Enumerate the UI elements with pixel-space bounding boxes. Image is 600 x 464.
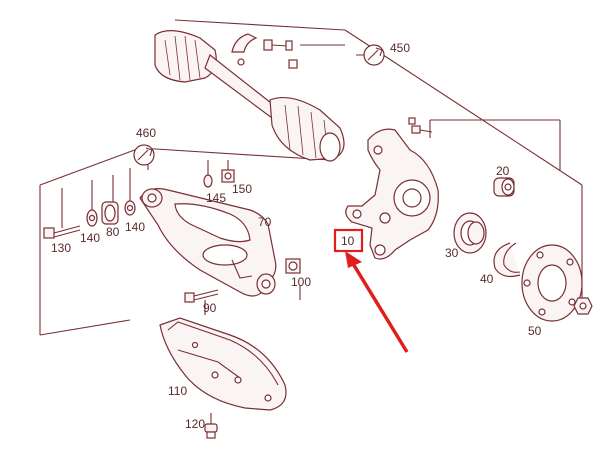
washer-140 [86, 209, 98, 227]
wrench-icon [363, 44, 385, 66]
callout-130: 130 [51, 241, 71, 255]
snap-ring [493, 242, 521, 278]
callout-90: 90 [203, 301, 217, 315]
guard-plate [159, 317, 287, 411]
callout-80: 80 [106, 225, 120, 239]
callout-10: 10 [341, 234, 355, 248]
callout-20: 20 [496, 164, 510, 178]
nut-icon [573, 297, 593, 315]
washer-140b [124, 200, 136, 216]
washer-145 [203, 174, 213, 188]
callout-30: 30 [445, 246, 459, 260]
callout-50: 50 [528, 324, 542, 338]
steering-knuckle [345, 128, 439, 260]
callout-460: 460 [136, 126, 156, 140]
callout-110: 110 [168, 384, 187, 398]
callout-450: 450 [390, 41, 410, 55]
bolt-icon [43, 225, 81, 239]
callout-150: 150 [232, 182, 252, 196]
bushing-icon [493, 177, 515, 197]
nut-icon [221, 169, 235, 183]
wrench-icon [133, 144, 155, 166]
highlight-box [333, 228, 364, 253]
callout-145: 145 [206, 191, 226, 205]
wheel-hub [521, 244, 583, 322]
bolt-icon [184, 289, 219, 303]
callout-100: 100 [291, 275, 311, 289]
nut-icon [285, 258, 301, 274]
callout-40: 40 [480, 272, 494, 286]
bolt-icon [408, 117, 433, 134]
ball-joint [204, 413, 218, 439]
bushing-icon [101, 201, 119, 225]
control-arm [139, 188, 277, 297]
callout-140b: 140 [125, 220, 145, 234]
callout-140a: 140 [80, 231, 100, 245]
pointer-arrow [345, 251, 409, 353]
wheel-bearing [453, 212, 487, 254]
callout-120: 120 [185, 417, 205, 431]
bolt-icon [263, 39, 298, 69]
drive-shaft [154, 30, 345, 162]
callout-70: 70 [258, 215, 272, 229]
retaining-clip [231, 33, 258, 66]
